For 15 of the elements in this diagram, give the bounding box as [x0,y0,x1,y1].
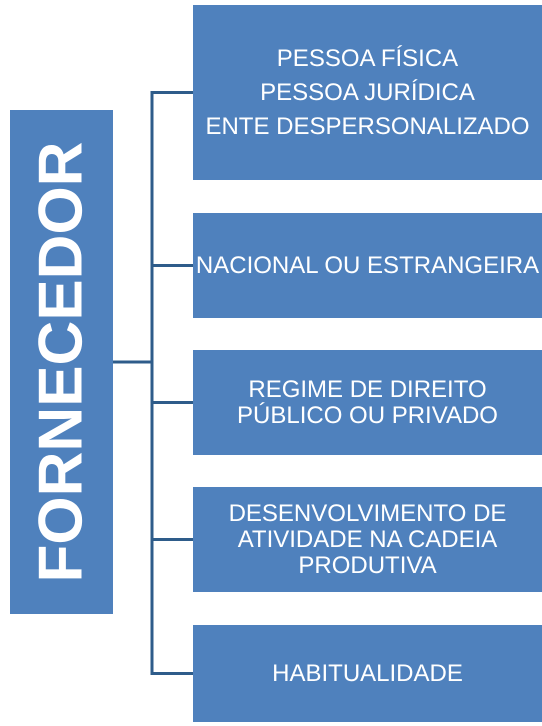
category-text: DESENVOLVIMENTO DE ATIVIDADE NA CADEIA PRODUTIVA [228,500,508,578]
category-box [193,5,542,180]
category-text: HABITUALIDADE [272,660,463,686]
title-box [10,110,113,614]
category-text: NACIONAL OU ESTRANGEIRA [196,252,540,278]
category-text: ENTE DESPERSONALIZADO [205,114,530,140]
category-box [193,625,542,722]
category-text: PESSOA JURÍDICA [260,80,475,106]
category-text: PESSOA FÍSICA [276,46,458,72]
category-box [193,350,542,455]
category-text: REGIME DE DIREITO PÚBLICO OU PRIVADO [236,376,499,428]
connector-line [113,360,193,675]
category-box [193,487,542,592]
title-text: FORNECEDOR [30,142,92,582]
category-box [193,213,542,318]
